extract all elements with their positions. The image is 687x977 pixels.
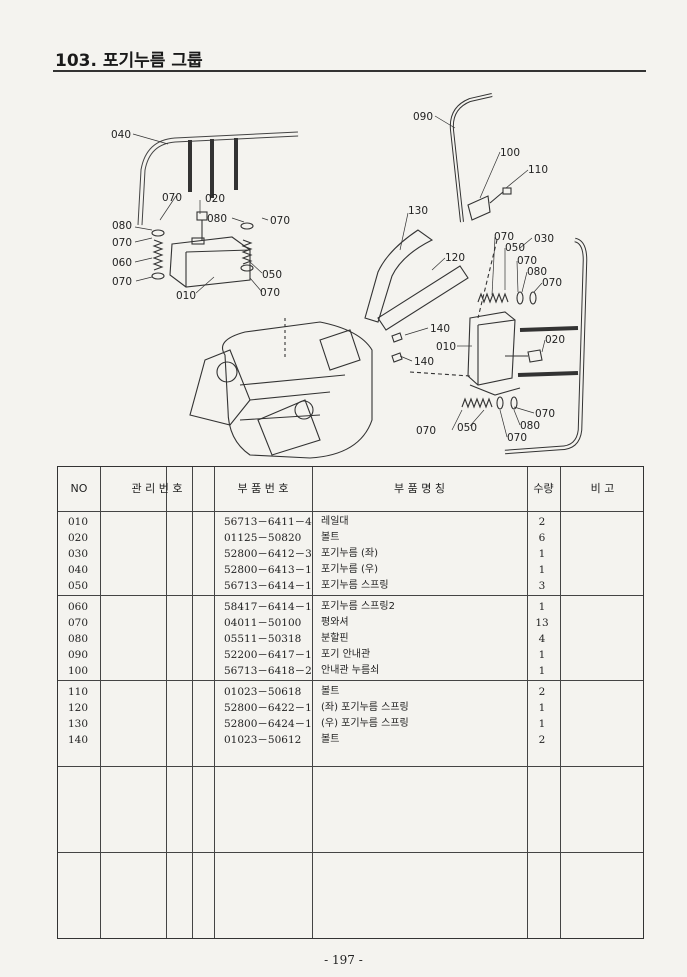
callout-label: 130 bbox=[408, 205, 428, 217]
callout-label: 090 bbox=[413, 111, 433, 123]
row-part-number: 58417－6414－1 bbox=[224, 601, 312, 613]
row-quantity: 6 bbox=[538, 532, 546, 544]
header-management-no: 관 리 번 호 bbox=[131, 482, 183, 495]
row-no: 090 bbox=[68, 649, 89, 661]
callout-label: 080 bbox=[520, 420, 540, 432]
row-quantity: 2 bbox=[538, 686, 546, 698]
row-part-name: 평와셔 bbox=[321, 617, 349, 628]
row-no: 100 bbox=[68, 665, 89, 677]
row-part-number: 04011－50100 bbox=[224, 617, 302, 629]
row-part-number: 56713－6411－4 bbox=[224, 516, 312, 528]
row-no: 040 bbox=[68, 564, 89, 576]
parts-diagram: 040 070 020 080 070 080 070 060 070 010 … bbox=[111, 93, 588, 459]
callout-label: 070 bbox=[535, 408, 555, 420]
row-no: 130 bbox=[68, 718, 89, 730]
callout-label: 070 bbox=[112, 237, 132, 249]
row-part-number: 01023－50618 bbox=[224, 686, 302, 698]
callout-label: 080 bbox=[112, 220, 132, 232]
row-part-number: 52800－6422－1 bbox=[224, 702, 312, 714]
row-quantity: 1 bbox=[538, 649, 546, 661]
header-no: NO bbox=[70, 482, 88, 495]
header-part-name: 부 품 명 칭 bbox=[394, 482, 445, 495]
callout-label: 140 bbox=[414, 356, 434, 368]
row-no: 030 bbox=[68, 548, 89, 560]
callout-label: 020 bbox=[205, 193, 225, 205]
header-quantity: 수량 bbox=[533, 482, 554, 495]
row-part-number: 52800－6424－1 bbox=[224, 718, 312, 730]
row-part-name: 포기누름 스프링2 bbox=[321, 601, 395, 612]
row-part-name: 포기누름 (우) bbox=[321, 564, 378, 575]
callout-label: 050 bbox=[262, 269, 282, 281]
callout-label: 050 bbox=[505, 242, 525, 254]
row-part-name: 볼트 bbox=[321, 734, 340, 745]
row-quantity: 1 bbox=[538, 702, 546, 714]
callout-label: 010 bbox=[176, 290, 196, 302]
callout-label: 010 bbox=[436, 341, 456, 353]
title-underline bbox=[53, 70, 646, 72]
row-no: 010 bbox=[68, 516, 89, 528]
callout-label: 120 bbox=[445, 252, 465, 264]
callout-label: 070 bbox=[517, 255, 537, 267]
row-no: 080 bbox=[68, 633, 89, 645]
row-part-name: 안내관 누름쇠 bbox=[321, 665, 380, 676]
row-quantity: 3 bbox=[538, 580, 546, 592]
row-part-name: 포기 안내관 bbox=[321, 649, 371, 660]
callout-label: 050 bbox=[457, 422, 477, 434]
row-no: 110 bbox=[68, 686, 89, 698]
header-remarks: 비 고 bbox=[590, 482, 615, 495]
callout-label: 070 bbox=[494, 231, 514, 243]
row-part-name: 레일대 bbox=[321, 516, 349, 527]
row-part-number: 01125－50820 bbox=[224, 532, 302, 544]
callout-label: 080 bbox=[527, 266, 547, 278]
callout-label: 070 bbox=[416, 425, 436, 437]
callout-label: 070 bbox=[162, 192, 182, 204]
row-part-name: 볼트 bbox=[321, 532, 340, 543]
row-part-number: 05511－50318 bbox=[224, 633, 302, 645]
row-part-number: 52800－6413－1 bbox=[224, 564, 312, 576]
row-no: 070 bbox=[68, 617, 89, 629]
row-no: 050 bbox=[68, 580, 89, 592]
row-part-name: (우) 포기누름 스프링 bbox=[321, 718, 409, 729]
row-quantity: 1 bbox=[538, 548, 546, 560]
callout-label: 080 bbox=[207, 213, 227, 225]
header-part-number: 부 품 번 호 bbox=[237, 482, 289, 495]
row-part-name: 포기누름 (좌) bbox=[321, 548, 378, 559]
row-quantity: 2 bbox=[538, 734, 546, 746]
page-title: 103. 포기누름 그룹 bbox=[55, 51, 203, 71]
parts-table: NO 관 리 번 호 부 품 번 호 부 품 명 칭 수량 비 고 010 56… bbox=[57, 466, 644, 939]
row-no: 060 bbox=[68, 601, 89, 613]
callout-label: 140 bbox=[430, 323, 450, 335]
callout-label: 030 bbox=[534, 233, 554, 245]
callout-label: 070 bbox=[542, 277, 562, 289]
callout-label: 070 bbox=[507, 432, 527, 444]
callout-label: 070 bbox=[270, 215, 290, 227]
row-quantity: 13 bbox=[535, 617, 549, 629]
row-part-name: (좌) 포기누름 스프링 bbox=[321, 702, 409, 713]
row-part-number: 01023－50612 bbox=[224, 734, 302, 746]
callout-label: 060 bbox=[112, 257, 132, 269]
row-part-name: 분할핀 bbox=[321, 633, 349, 644]
callout-label: 070 bbox=[260, 287, 280, 299]
row-quantity: 1 bbox=[538, 601, 546, 613]
row-part-name: 포기누름 스프링 bbox=[321, 580, 389, 591]
row-no: 120 bbox=[68, 702, 89, 714]
callout-label: 020 bbox=[545, 334, 565, 346]
row-quantity: 1 bbox=[538, 665, 546, 677]
row-quantity: 2 bbox=[538, 516, 546, 528]
row-quantity: 4 bbox=[538, 633, 546, 645]
row-part-name: 볼트 bbox=[321, 686, 340, 697]
callout-label: 110 bbox=[528, 164, 548, 176]
row-quantity: 1 bbox=[538, 718, 546, 730]
callout-label: 100 bbox=[500, 147, 520, 159]
callout-label: 070 bbox=[112, 276, 132, 288]
row-part-number: 56713－6418－2 bbox=[224, 665, 312, 677]
row-part-number: 52800－6412－3 bbox=[224, 548, 312, 560]
page-number: - 197 - bbox=[324, 953, 363, 967]
row-no: 140 bbox=[68, 734, 89, 746]
row-quantity: 1 bbox=[538, 564, 546, 576]
row-no: 020 bbox=[68, 532, 89, 544]
callout-label: 040 bbox=[111, 129, 131, 141]
row-part-number: 56713－6414－1 bbox=[224, 580, 312, 592]
row-part-number: 52200－6417－1 bbox=[224, 649, 312, 661]
